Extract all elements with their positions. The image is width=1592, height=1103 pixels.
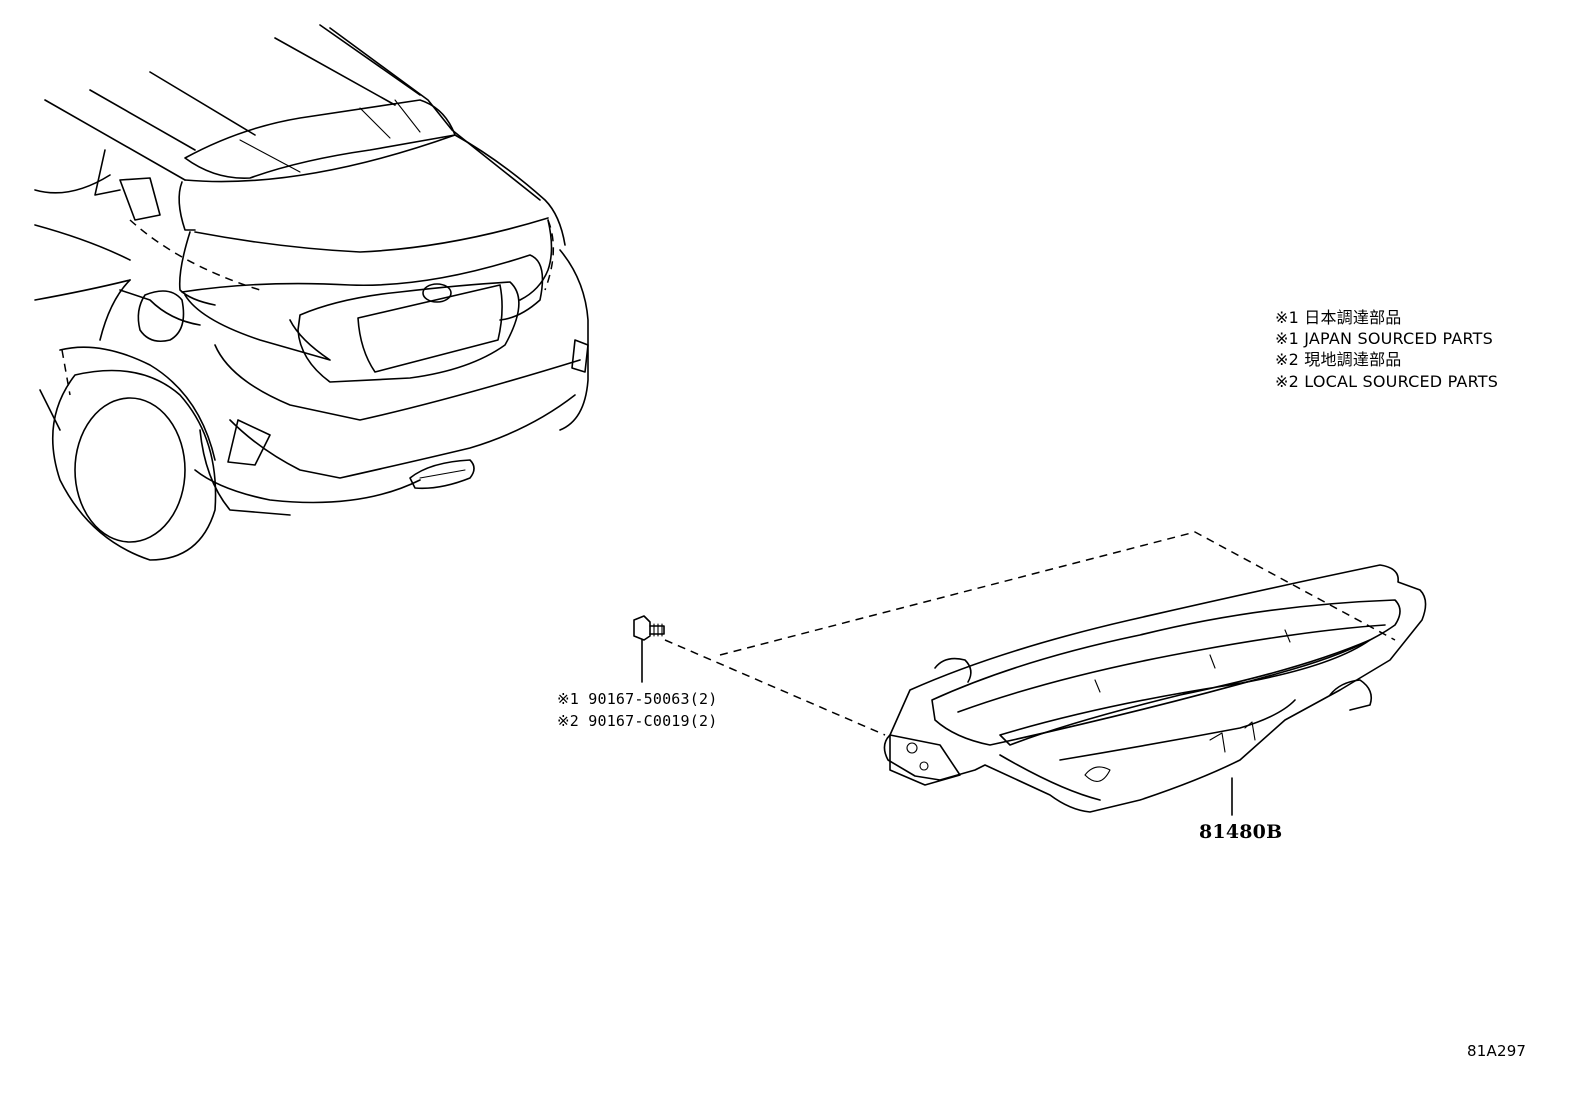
note-2-english: ※2 LOCAL SOURCED PARTS — [1275, 372, 1499, 391]
screw-illustration — [633, 615, 665, 683]
assembly-leader-lines — [664, 531, 1396, 736]
rear-fog-lamp-illustration — [883, 564, 1427, 816]
vehicle-rear-illustration — [34, 24, 589, 561]
illustration-id: 81A297 — [1467, 1042, 1527, 1060]
screw-callout-2: ※2 90167-C0019(2) — [557, 712, 718, 730]
note-1-japanese: ※1 日本調達部品 — [1275, 308, 1402, 327]
screw-callout-1: ※1 90167-50063(2) — [557, 690, 718, 708]
note-2-japanese: ※2 現地調達部品 — [1275, 350, 1402, 369]
lamp-part-number: 81480B — [1199, 821, 1283, 843]
note-1-english: ※1 JAPAN SOURCED PARTS — [1275, 329, 1494, 348]
